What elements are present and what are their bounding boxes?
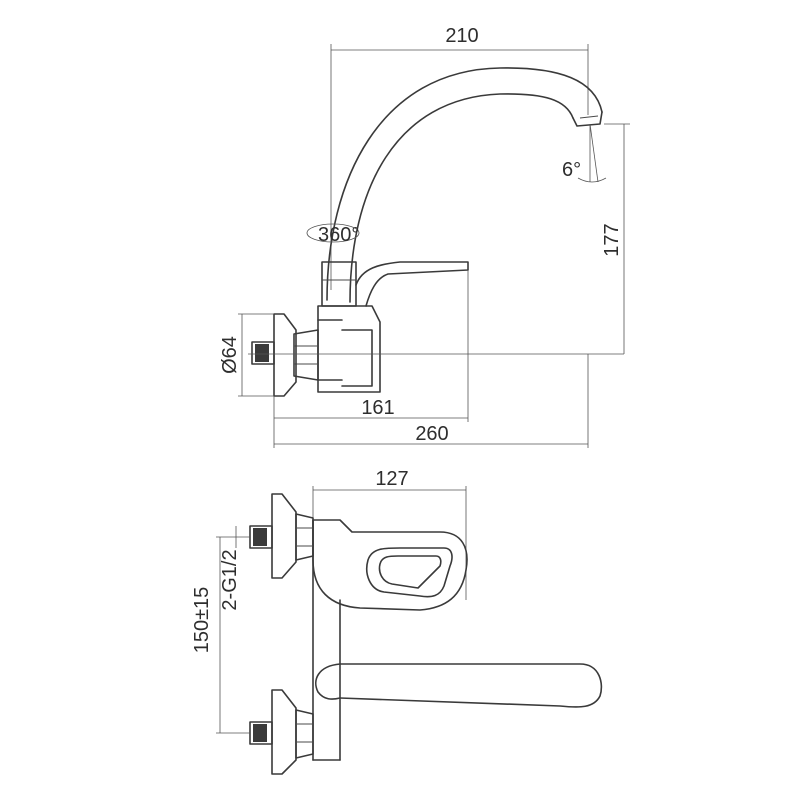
angle-tilt bbox=[589, 123, 599, 183]
spout-front bbox=[339, 663, 603, 708]
eccentric-connector bbox=[251, 341, 275, 365]
angle-arc bbox=[577, 177, 607, 183]
swivel-arrow-ellipse bbox=[306, 223, 360, 243]
aerator bbox=[572, 111, 603, 127]
lever-handle bbox=[355, 261, 469, 307]
thread-spec-label: 2-G1/2 bbox=[219, 549, 241, 610]
upper-flange bbox=[271, 493, 297, 579]
dimension-210-label: 210 bbox=[445, 25, 478, 47]
front-view: 127 150±15 2-G1/2 bbox=[191, 468, 603, 775]
wall-flange bbox=[273, 313, 297, 397]
swivel-360-label: 360° bbox=[318, 224, 359, 246]
dimension-64-label: Ø64 bbox=[219, 336, 241, 374]
dimension-260-label: 260 bbox=[415, 423, 448, 445]
mixer-body bbox=[317, 305, 381, 393]
side-view: 210 6° 177 360° bbox=[219, 25, 630, 448]
spout-outer bbox=[326, 67, 603, 301]
dimension-150-label: 150±15 bbox=[191, 587, 213, 654]
mixer-head bbox=[312, 519, 468, 611]
thread-fill bbox=[253, 724, 267, 742]
thread-fill bbox=[255, 344, 269, 362]
lower-nut bbox=[295, 709, 314, 759]
upper-nut bbox=[295, 513, 314, 561]
angle-6-label: 6° bbox=[562, 159, 581, 181]
lower-flange bbox=[271, 689, 297, 775]
body-recess bbox=[341, 329, 373, 387]
dimension-127-label: 127 bbox=[375, 468, 408, 490]
coupling-nut bbox=[293, 329, 319, 381]
spout-inner bbox=[349, 93, 574, 303]
dimension-177-label: 177 bbox=[601, 223, 623, 256]
lever-slot-outer bbox=[366, 547, 453, 598]
spout-front-end bbox=[315, 663, 341, 700]
lever-slot-inner bbox=[378, 555, 442, 589]
thread-fill bbox=[253, 528, 267, 546]
dimension-161-label: 161 bbox=[361, 397, 394, 419]
aerator-line bbox=[579, 115, 599, 119]
